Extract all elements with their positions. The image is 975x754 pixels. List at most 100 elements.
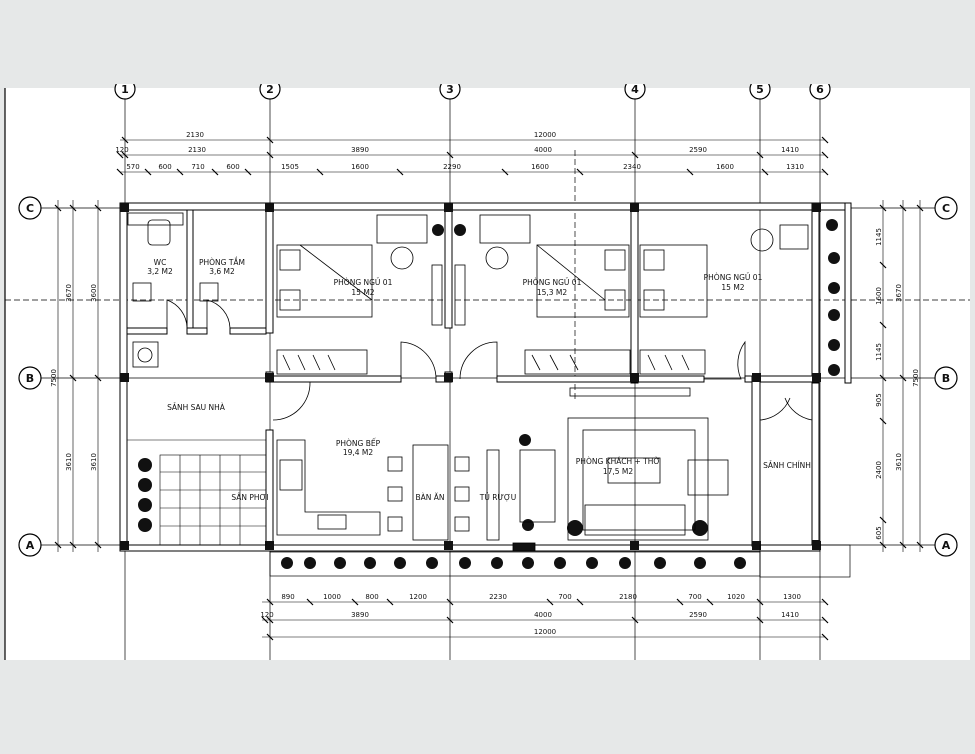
dim-top-r3-0: 570 [126,163,139,171]
wardrobe-1 [276,349,368,375]
svg-text:6: 6 [816,83,824,96]
plant-icons [138,219,840,569]
dim-left-outer: 7500 [50,369,58,387]
bottom-margin [0,662,975,750]
washing-machine [132,341,159,368]
dim-right-inner-3: 905 [875,393,883,406]
plant-icon [619,557,631,569]
plant-icon [522,557,534,569]
plant-icon [281,557,293,569]
dim-top-r3-1: 600 [158,163,171,171]
sofa [584,504,686,536]
dim-bottom-r1-7: 700 [688,593,701,601]
dim-top-r2-3: 4000 [534,146,552,154]
room-cabinet: TỦ RƯỢU [479,492,516,502]
svg-text:A: A [26,539,35,552]
plant-icon [138,478,152,492]
entrance-step [759,544,851,578]
door-swings [166,299,813,421]
plant-icon [828,282,840,294]
dim-bottom-r1-5: 700 [558,593,571,601]
dim-bottom-r2-4: 1410 [781,611,799,619]
wardrobe-2 [524,349,631,375]
dim-top-r3-10: 1310 [786,163,804,171]
desk-1 [376,214,428,244]
drawing-sheet [5,88,970,660]
dim-bottom-total: 12000 [534,628,556,636]
room-bed2-name: PHÒNG NGỦ 01 [523,277,582,287]
dim-top-r3-9: 1600 [716,163,734,171]
wine-cabinet [486,449,500,541]
dim-right-outer: 7500 [912,369,920,387]
plant-icon [828,364,840,376]
desk-2 [479,214,531,244]
svg-text:2: 2 [266,83,274,96]
axis-bubble-b-left: B [18,366,42,390]
tv-cabinet-1 [431,264,443,326]
svg-text:B: B [942,372,950,385]
dim-top-r2-1: 2130 [188,146,206,154]
plant-icon [828,309,840,321]
room-bed3-area: 15 M2 [721,283,744,292]
svg-text:3: 3 [446,83,454,96]
room-wc-area: 3,2 M2 [147,267,173,276]
room-main-hall: SẢNH CHÍNH [763,461,811,470]
dim-left-inner-1: 3610 [90,453,98,471]
plant-icon [828,339,840,351]
plant-icon [828,252,840,264]
dining-table [412,444,449,541]
dim-top-r1-0: 2130 [186,131,204,139]
dim-top-r2-4: 2590 [689,146,707,154]
desk-3 [779,224,809,250]
plant-icon [654,557,666,569]
dim-bottom-r2-0: 120 [260,611,273,619]
dim-top-r3-8: 2340 [623,163,641,171]
dim-bottom-r2-3: 2590 [689,611,707,619]
axis-bubble-c-left: C [18,196,42,220]
living-rug [567,417,709,541]
bed-room-3 [639,244,708,318]
svg-text:5: 5 [756,83,764,96]
plant-icon [554,557,566,569]
room-bed3-name: PHÒNG NGỦ 01 [704,272,763,282]
dim-top-r3-5: 1600 [351,163,369,171]
dim-left-mid-0: 3670 [65,284,73,302]
svg-text:A: A [942,539,951,552]
dim-right-inner-2: 1145 [875,343,883,361]
plant-icon [692,520,708,536]
room-bath-area: 3,6 M2 [209,267,235,276]
dim-bottom-r1-6: 2180 [619,593,637,601]
top-dimension-lines [116,136,829,176]
room-dining: BÀN ĂN [415,493,444,502]
dim-top-r3-6: 2290 [443,163,461,171]
stove [279,459,303,491]
plant-icon [519,434,531,446]
wc-sink [132,282,152,302]
dim-bottom-r1-8: 1020 [727,593,745,601]
dim-top-r2-0: 120 [115,146,128,154]
room-bed2-area: 15,3 M2 [537,288,568,297]
dim-right-inner-0: 1145 [875,228,883,246]
plant-icon [491,557,503,569]
dim-top-r2-5: 1410 [781,146,799,154]
dim-top-total: 12000 [534,131,556,139]
plant-icon [432,224,444,236]
dim-bottom-r1-1: 1000 [323,593,341,601]
room-living-area: 17,5 M2 [603,467,634,476]
svg-text:4: 4 [631,83,639,96]
plant-icon [567,520,583,536]
altar-table [519,449,556,523]
room-labels: WC 3,2 M2 PHÒNG TẮM 3,6 M2 PHÒNG NGỦ 01 … [147,257,811,502]
room-living-name: PHÒNG KHÁCH + THỜ [576,457,660,466]
plant-icon [138,458,152,472]
washing-machine-drum [137,347,153,363]
coffee-table [607,457,661,484]
plant-icon [694,557,706,569]
plant-icon [459,557,471,569]
dim-top-r2-2: 3890 [351,146,369,154]
dim-top-r3-2: 710 [191,163,204,171]
plant-icon [364,557,376,569]
toilet [147,219,171,246]
plant-icon [304,557,316,569]
